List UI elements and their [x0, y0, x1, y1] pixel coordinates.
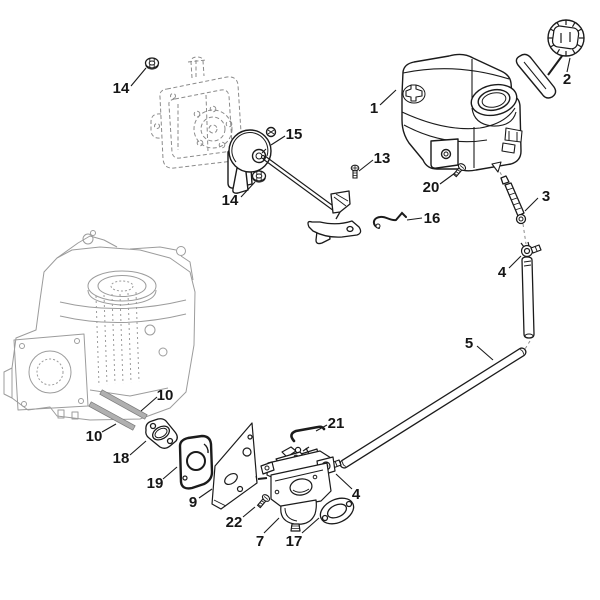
callout-14-mid: 14: [222, 192, 239, 209]
callout-20: 20: [423, 179, 440, 196]
air-filter-cover: [227, 126, 277, 194]
callout-22: 22: [226, 514, 243, 531]
fuel-tube: [521, 256, 535, 339]
spring-link: [372, 211, 407, 229]
callout-16: 16: [424, 210, 441, 227]
control-bracket: [307, 190, 362, 245]
callout-21: 21: [328, 415, 345, 432]
callout-4-bottom: 4: [352, 486, 361, 503]
callout-9: 9: [189, 494, 197, 511]
screw-20: [452, 163, 467, 178]
flange-nut-top: [144, 57, 160, 70]
callout-19: 19: [147, 475, 164, 492]
throttle-rod: [260, 154, 337, 212]
callout-labels: 14 15 13 14 16 1 2 20 3 4 5 10 10 18 19 …: [86, 71, 572, 550]
callout-1: 1: [370, 100, 378, 117]
callout-3: 3: [542, 188, 550, 205]
studs: [88, 389, 148, 431]
callout-4-top: 4: [498, 264, 507, 281]
manifold-gasket: [145, 418, 178, 449]
callout-18: 18: [113, 450, 130, 467]
fuel-pickup: [500, 175, 527, 225]
screw-13: [350, 164, 360, 179]
callout-5: 5: [465, 335, 473, 352]
callout-10-left: 10: [86, 428, 103, 445]
callout-2: 2: [563, 71, 571, 88]
engine-block-outline: [3, 230, 196, 421]
insulator-spacer: [178, 434, 214, 490]
hose-clamp-top: [520, 241, 542, 258]
leader-lines: [101, 57, 571, 534]
callout-10-right: 10: [157, 387, 174, 404]
callout-14-top: 14: [113, 80, 130, 97]
tank-cap: [515, 19, 585, 99]
bowl-gasket: [319, 497, 355, 525]
fuel-tank: [401, 53, 523, 173]
fuel-hose: [339, 347, 527, 469]
screw-22: [256, 494, 271, 509]
callout-7: 7: [256, 533, 264, 550]
flange-nut-mid: [251, 170, 267, 183]
gasket-panel: [211, 422, 258, 510]
carburetor: [255, 446, 336, 532]
callout-15: 15: [286, 126, 303, 143]
callout-17: 17: [286, 533, 303, 550]
callout-13: 13: [374, 150, 391, 167]
